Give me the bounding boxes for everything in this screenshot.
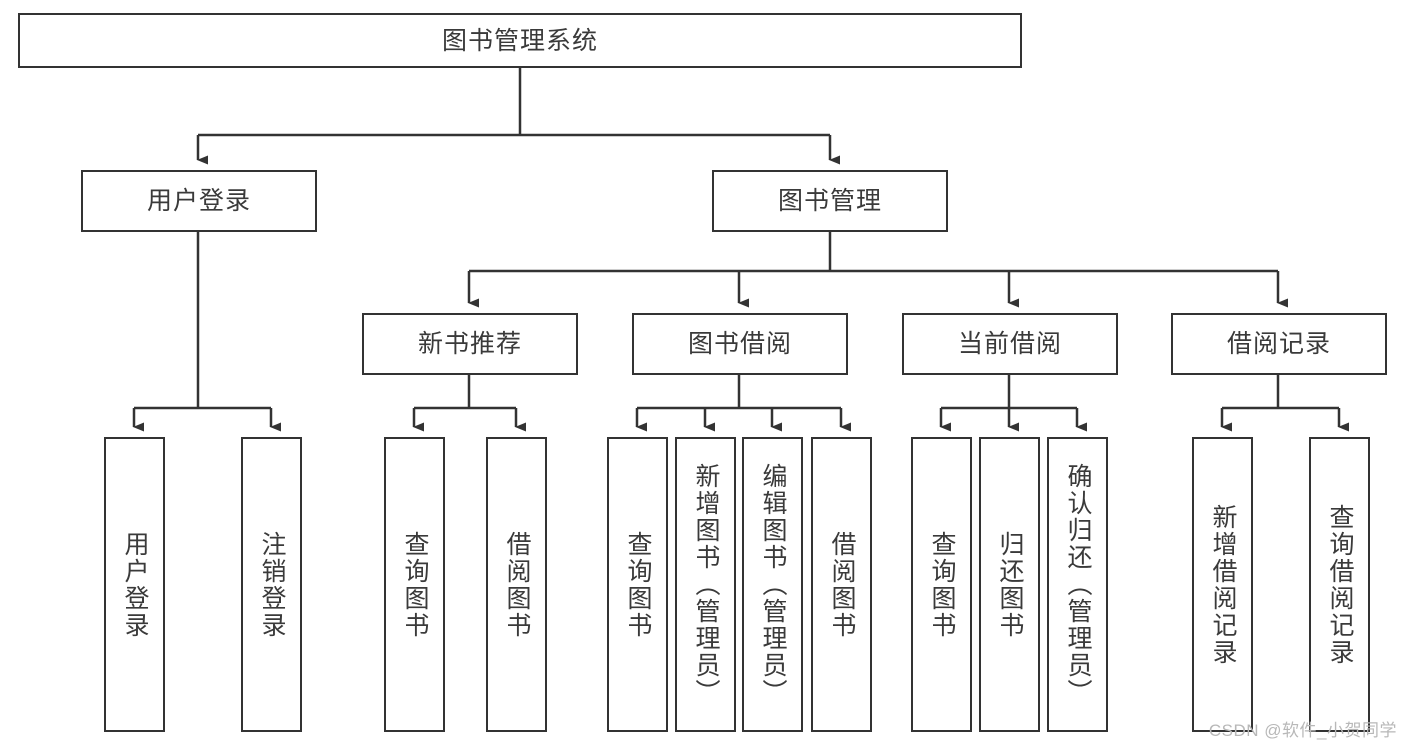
node-leaf-return-book[interactable]: 归还图书 [979, 437, 1040, 732]
node-user-login[interactable]: 用户登录 [81, 170, 317, 232]
node-leaf-confirm-return[interactable]: 确认归还（管理员） [1047, 437, 1108, 732]
node-leaf-add-record[interactable]: 新增借阅记录 [1192, 437, 1253, 732]
node-leaf-borrow-book-2-label: 借阅图书 [828, 530, 856, 639]
watermark: CSDN @软件_小贺同学 [1208, 721, 1397, 740]
node-leaf-add-book[interactable]: 新增图书（管理员） [675, 437, 736, 732]
node-leaf-query-book-1[interactable]: 查询图书 [384, 437, 445, 732]
node-leaf-query-book-3-label: 查询图书 [928, 530, 956, 639]
node-book-borrow-label: 图书借阅 [687, 330, 792, 358]
node-leaf-query-book-2[interactable]: 查询图书 [607, 437, 668, 732]
node-leaf-edit-book-label: 编辑图书（管理员） [759, 463, 787, 706]
node-book-manage[interactable]: 图书管理 [712, 170, 948, 232]
node-leaf-add-book-label: 新增图书（管理员） [692, 463, 720, 706]
node-leaf-confirm-return-label: 确认归还（管理员） [1064, 463, 1092, 706]
node-borrow-record[interactable]: 借阅记录 [1171, 313, 1387, 375]
node-new-book-recommend-label: 新书推荐 [417, 330, 522, 358]
node-leaf-query-book-2-label: 查询图书 [624, 530, 652, 639]
node-leaf-edit-book[interactable]: 编辑图书（管理员） [742, 437, 803, 732]
node-leaf-borrow-book-1-label: 借阅图书 [503, 530, 531, 639]
node-current-borrow-label: 当前借阅 [957, 330, 1062, 358]
node-current-borrow[interactable]: 当前借阅 [902, 313, 1118, 375]
node-book-manage-label: 图书管理 [777, 187, 882, 215]
node-root-label: 图书管理系统 [441, 26, 598, 55]
node-leaf-return-book-label: 归还图书 [996, 530, 1024, 639]
node-borrow-record-label: 借阅记录 [1226, 330, 1331, 358]
node-user-login-label: 用户登录 [146, 187, 251, 215]
node-root[interactable]: 图书管理系统 [18, 13, 1022, 68]
node-leaf-logout[interactable]: 注销登录 [241, 437, 302, 732]
node-leaf-borrow-book-1[interactable]: 借阅图书 [486, 437, 547, 732]
node-new-book-recommend[interactable]: 新书推荐 [362, 313, 578, 375]
node-leaf-query-book-3[interactable]: 查询图书 [911, 437, 972, 732]
node-leaf-query-record-label: 查询借阅记录 [1326, 503, 1354, 666]
node-leaf-logout-label: 注销登录 [258, 530, 286, 639]
node-leaf-add-record-label: 新增借阅记录 [1209, 503, 1237, 666]
node-book-borrow[interactable]: 图书借阅 [632, 313, 848, 375]
node-leaf-user-login-label: 用户登录 [121, 530, 149, 639]
node-leaf-query-book-1-label: 查询图书 [401, 530, 429, 639]
node-leaf-borrow-book-2[interactable]: 借阅图书 [811, 437, 872, 732]
node-leaf-user-login[interactable]: 用户登录 [104, 437, 165, 732]
node-leaf-query-record[interactable]: 查询借阅记录 [1309, 437, 1370, 732]
